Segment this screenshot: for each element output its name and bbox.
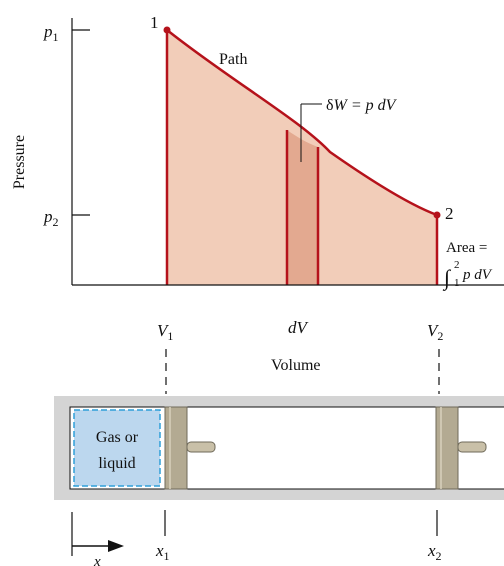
state-1-label: 1 (150, 13, 159, 32)
area-integral-expr: p dV (462, 267, 493, 283)
x1-position-label: x1 (155, 541, 170, 563)
p2-tick-label: p2 (43, 207, 59, 229)
gas-region (73, 409, 161, 487)
state-2-label: 2 (445, 204, 454, 223)
p1-tick-label: p1 (43, 22, 59, 44)
area-integral-lower: 1 (454, 277, 460, 289)
piston-at-x1 (164, 406, 216, 490)
x-axis-label: Volume (271, 357, 320, 374)
x-direction-label: x (93, 554, 101, 566)
x-direction-arrowhead (108, 540, 124, 552)
dv-strip-fill (287, 130, 318, 285)
v1-tick-label: V1 (157, 321, 173, 343)
v2-tick-label: V2 (427, 321, 443, 343)
area-integral-upper: 2 (454, 259, 460, 271)
gas-label-line2: liquid (98, 455, 135, 472)
x2-position-label: x2 (427, 541, 442, 563)
process-path-curve (166, 29, 438, 217)
work-label: δW = p dV (326, 97, 398, 114)
path-label: Path (219, 51, 247, 68)
state-2-point (433, 211, 441, 219)
area-integral-sign: ∫ (442, 265, 452, 291)
gas-label-line1: Gas or (96, 429, 139, 446)
y-axis-label: Pressure (11, 135, 28, 189)
state-1-point (163, 26, 171, 34)
piston-at-x2 (435, 406, 487, 490)
dv-tick-label: dV (288, 318, 310, 337)
area-label: Area = (446, 240, 487, 256)
